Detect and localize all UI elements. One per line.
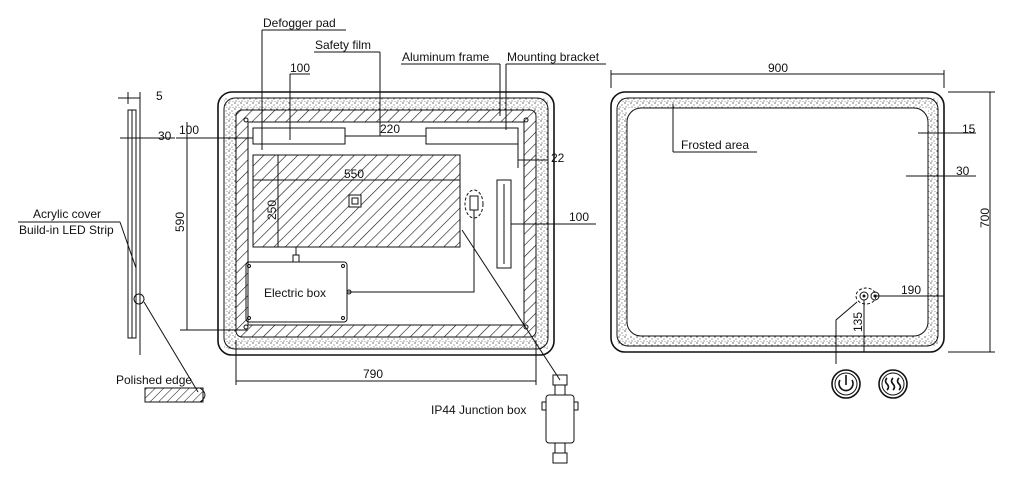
mounting-bracket-right [425,127,519,145]
control-buttons [831,369,908,399]
acrylic-cover-label: Acrylic cover [33,207,101,221]
dim-side-thickness: 5 [156,89,163,103]
front-outer-frame [610,91,945,353]
polished-edge-detail [144,387,204,403]
polished-edge-callout [133,293,145,305]
dim-frost-border: 15 [962,122,976,136]
junction-box-label: IP44 Junction box [431,403,526,417]
frosted-area [626,107,929,337]
electric-box-label: Electric box [264,286,326,300]
power-icon [831,369,861,399]
safety-film-label: Safety film [315,38,371,52]
frosted-area-label: Frosted area [681,138,749,152]
dim-switch-bottom: 135 [851,312,865,332]
dim-back-height: 590 [173,212,187,232]
led-strip-label: Build-in LED Strip [19,223,114,237]
polished-edge-label: Polished edge [116,373,192,387]
back-view: Electric box Defogger pad Safety film Al… [173,16,606,385]
mounting-bracket-left [252,127,346,145]
mounting-bracket-label: Mounting bracket [507,50,600,64]
dim-pad-offset-left: 100 [179,123,199,137]
dim-front-height: 700 [978,208,992,228]
front-view: Frosted area 900 700 15 30 190 135 [610,61,995,364]
dim-front-width: 900 [768,61,788,75]
dim-back-width: 790 [363,367,383,381]
dim-pad-width: 550 [344,167,364,181]
dim-side-depth: 30 [158,129,172,143]
switch-connector-callout [464,189,484,219]
dim-bracket-side: 100 [569,210,589,224]
dim-switch-right: 190 [901,283,921,297]
junction-box: IP44 Junction box [431,374,579,464]
dim-pad-gap: 220 [380,122,400,136]
dim-pad-height: 250 [265,200,279,220]
defogger-pad-label: Defogger pad [263,16,336,30]
defog-heat-icon [878,369,908,399]
dim-pad-offset-top: 100 [290,61,310,75]
side-view: 5 30 Acrylic cover Build-in LED Strip Po… [18,89,206,403]
dim-frost-band: 30 [956,164,970,178]
dim-bracket-offset: 22 [551,151,565,165]
aluminum-frame-label: Aluminum frame [402,50,490,64]
